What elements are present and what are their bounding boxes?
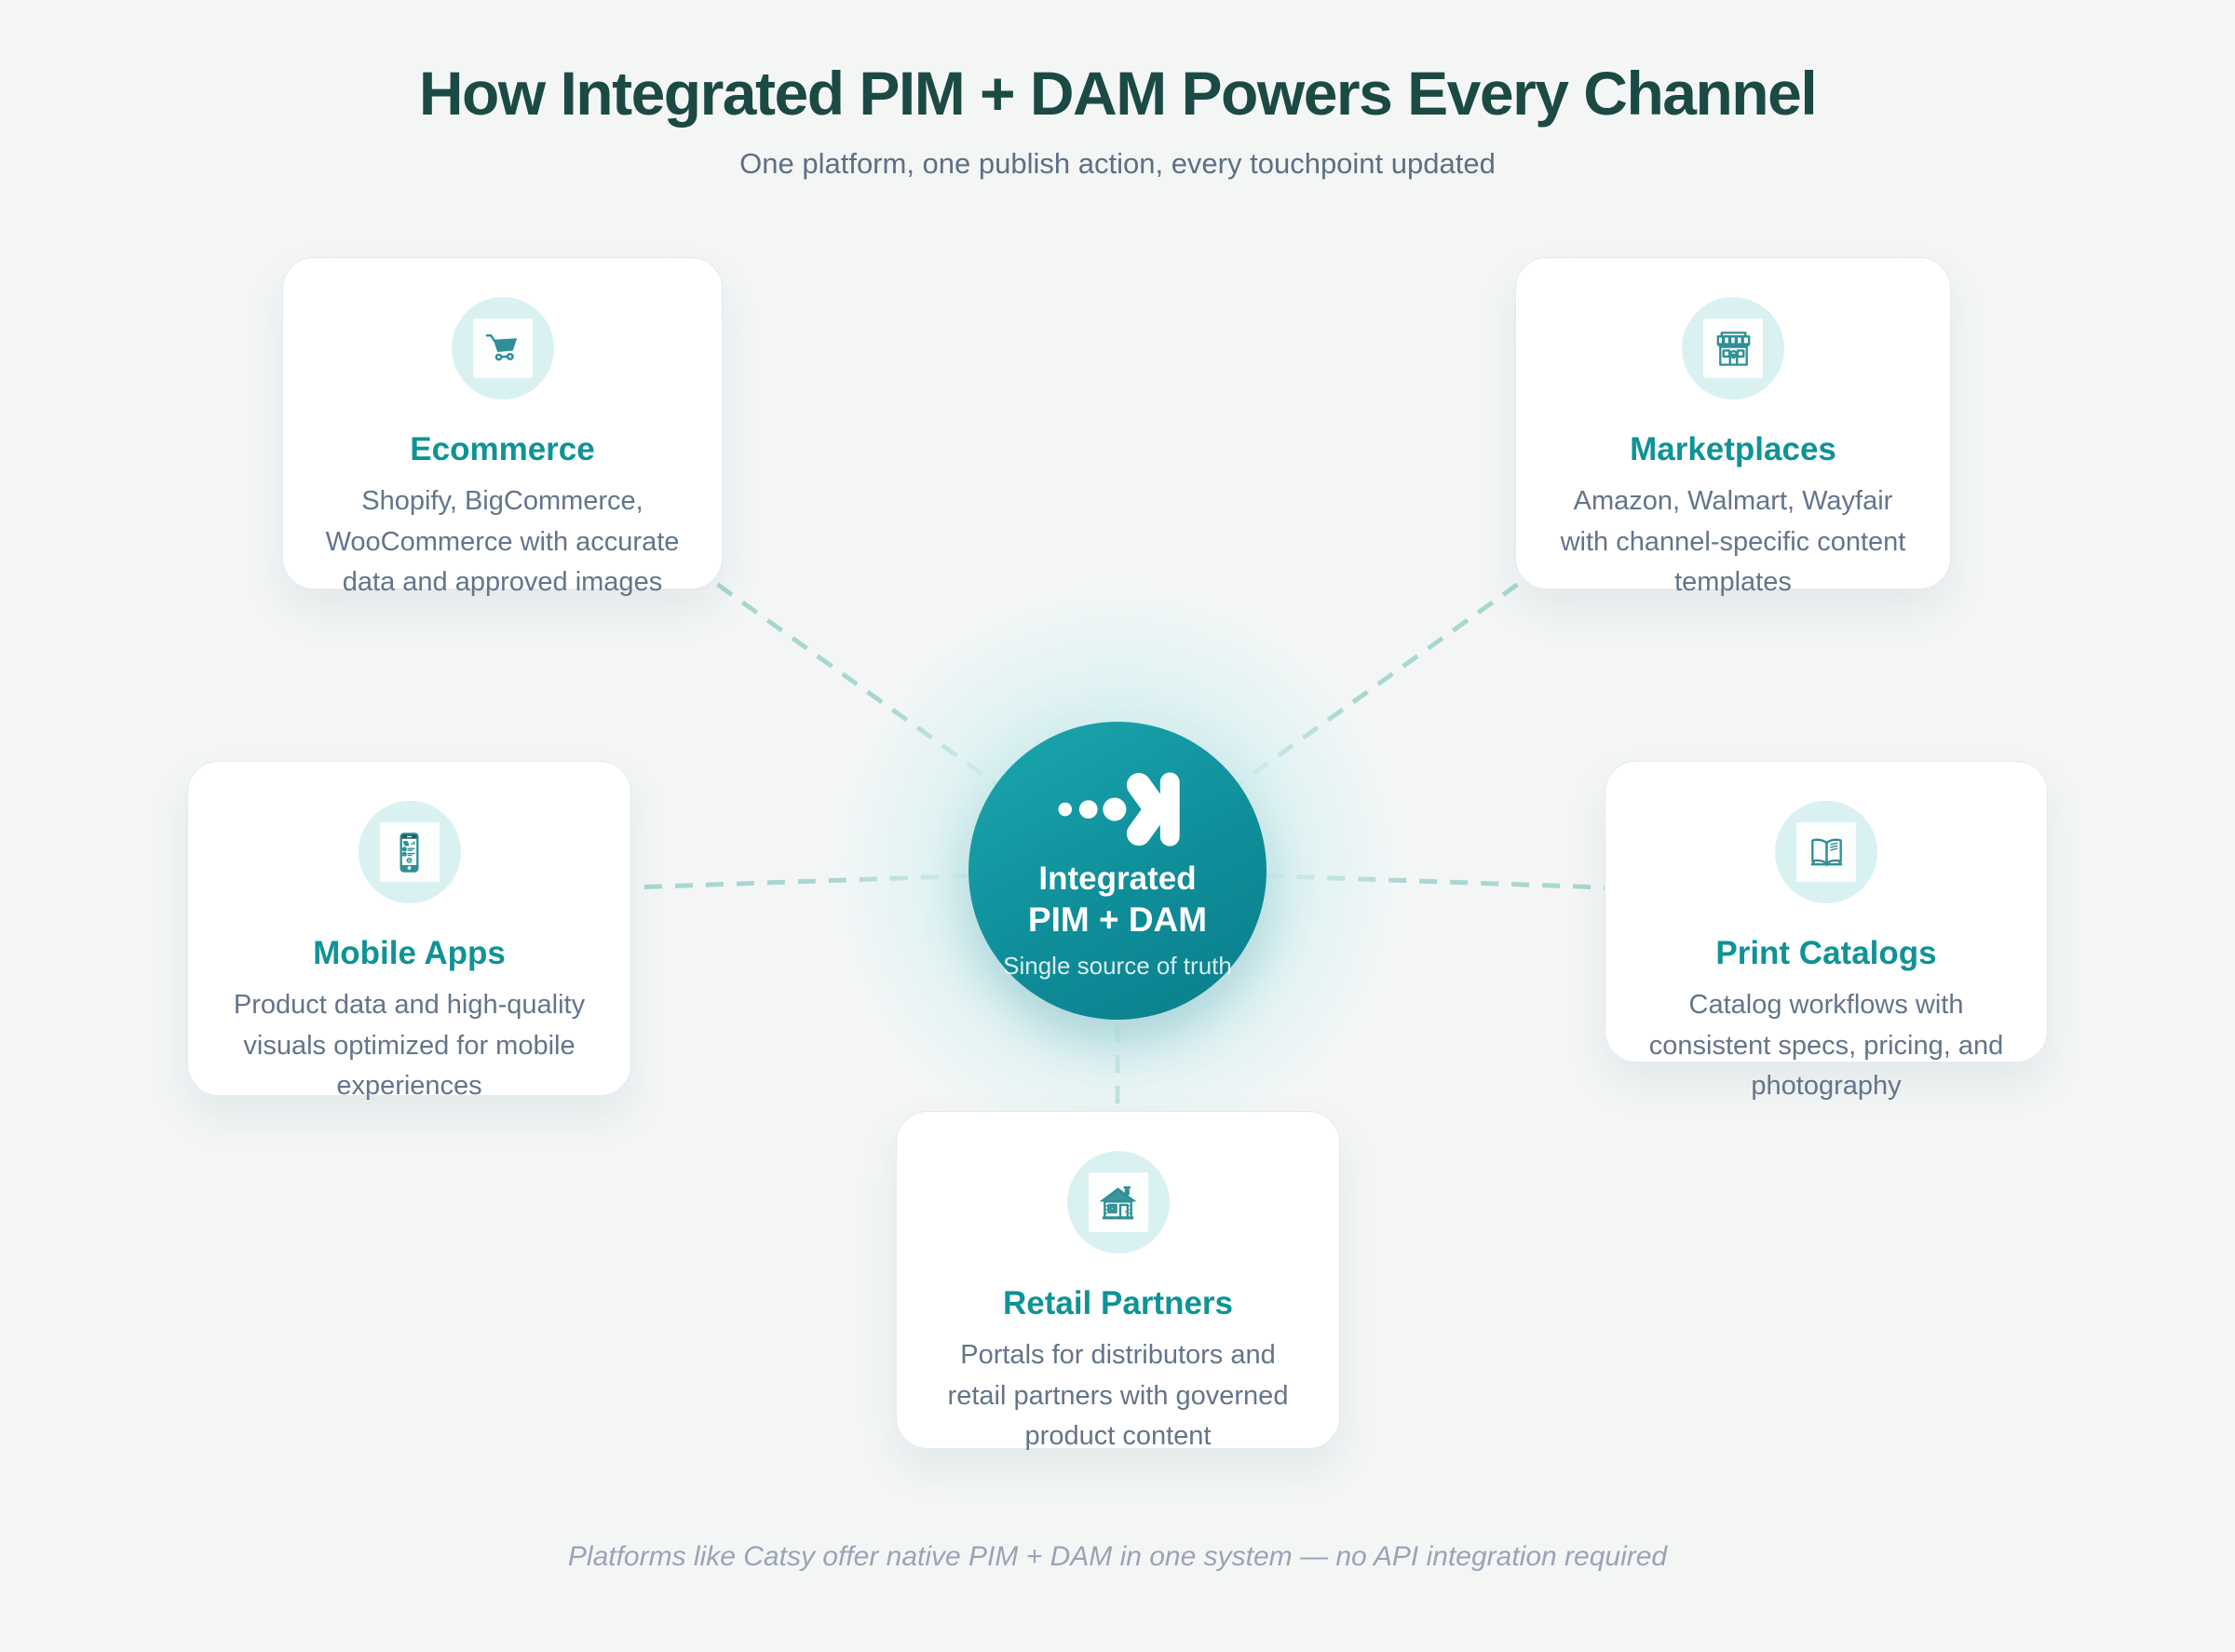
icon-circle: $ (358, 801, 461, 903)
icon-tile (1796, 822, 1856, 882)
channel-card-marketplaces: Marketplaces Amazon, Walmart, Wayfair wi… (1515, 257, 1951, 597)
hub-title-line2: PIM + DAM (1027, 900, 1208, 940)
channel-card-mobile-apps: $ Mobile Apps Product data and high-qual… (187, 761, 631, 1101)
page-subtitle: One platform, one publish action, every … (739, 147, 1496, 180)
page-title: How Integrated PIM + DAM Powers Every Ch… (418, 59, 1818, 128)
open-book-icon (1810, 838, 1842, 867)
hub-subtitle: Single source of truth (1003, 951, 1232, 980)
icon-circle (451, 297, 554, 399)
footer-note: Platforms like Catsy offer native PIM + … (567, 1541, 1668, 1572)
channel-title: Retail Partners (1002, 1285, 1234, 1321)
channel-title: Mobile Apps (313, 935, 506, 971)
catsy-logo-icon (1058, 772, 1180, 847)
channel-card-print-catalogs: Print Catalogs Catalog workflows with co… (1605, 761, 2048, 1101)
channel-description: Shopify, BigCommerce, WooCommerce with a… (325, 486, 680, 597)
icon-circle (1682, 297, 1784, 399)
icon-tile (1088, 1172, 1148, 1232)
svg-text:$: $ (408, 858, 411, 862)
channel-title: Ecommerce (410, 431, 595, 467)
icon-circle (1066, 1151, 1170, 1253)
hub-title-line1: Integrated (1038, 860, 1197, 898)
channel-card-retail-partners: Retail Partners Portals for distributors… (896, 1111, 1340, 1451)
channel-title: Print Catalogs (1715, 935, 1937, 971)
header: How Integrated PIM + DAM Powers Every Ch… (0, 58, 2235, 181)
icon-tile (472, 318, 533, 378)
smartphone-icon: $ (400, 832, 419, 873)
channel-description: Amazon, Walmart, Wayfair with channel-sp… (1560, 486, 1906, 597)
storefront-icon (1716, 331, 1750, 366)
channel-description: Product data and high-quality visuals op… (233, 990, 586, 1101)
hub-circle: Integrated PIM + DAM Single source of tr… (968, 722, 1266, 1020)
channel-card-ecommerce: Ecommerce Shopify, BigCommerce, WooComme… (282, 257, 723, 597)
channel-description: Catalog workflows with consistent specs,… (1648, 990, 2004, 1101)
shopping-cart-icon (485, 333, 518, 360)
connector-marketplaces (1116, 528, 1594, 873)
connector-ecommerce (641, 528, 1119, 873)
icon-tile (1703, 318, 1763, 378)
channel-title: Marketplaces (1630, 431, 1836, 467)
icon-circle (1775, 801, 1877, 903)
channel-description: Portals for distributors and retail part… (947, 1340, 1289, 1451)
icon-tile: $ (379, 822, 440, 882)
house-icon (1099, 1185, 1137, 1219)
